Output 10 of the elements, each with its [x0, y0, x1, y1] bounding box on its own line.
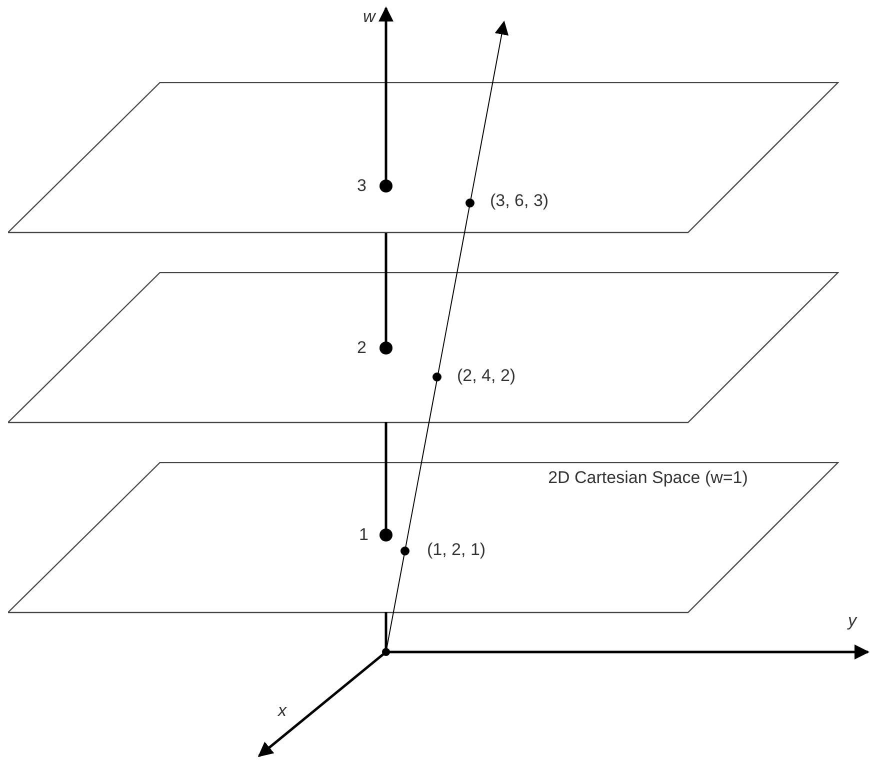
plane-caption: 2D Cartesian Space (w=1) — [548, 467, 748, 489]
axis-label: x — [278, 700, 286, 722]
axis-label: w — [363, 6, 376, 28]
point-label: 2 — [357, 337, 366, 359]
coordinate-label: (1, 2, 1) — [427, 539, 486, 561]
coordinate-label: (2, 4, 2) — [457, 365, 516, 387]
point-label: 3 — [357, 175, 366, 197]
axis-label: y — [848, 610, 856, 632]
coordinate-label: (3, 6, 3) — [490, 190, 549, 212]
point-label: 1 — [359, 524, 368, 546]
